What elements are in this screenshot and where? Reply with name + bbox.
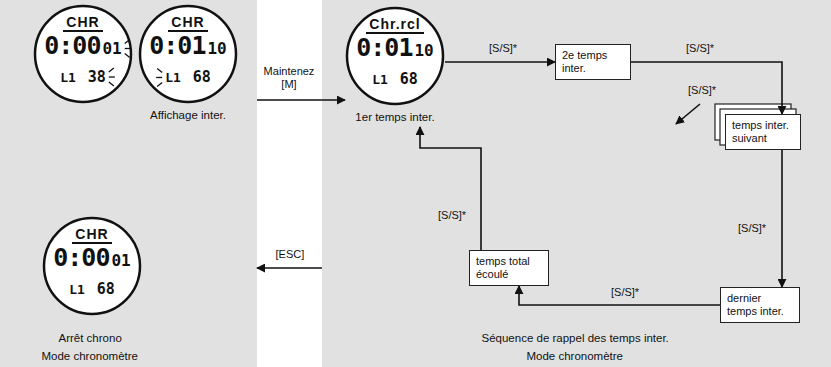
watch-bezel <box>347 8 443 104</box>
connector-arrow <box>257 99 345 101</box>
flash-mark <box>109 82 114 86</box>
watch-display: Chr.rcl0:0110L1 68 1er temps inter. <box>345 6 445 127</box>
lap-value: 68 <box>400 70 418 88</box>
seconds-digits: 01 <box>102 39 121 58</box>
flash-mark <box>125 40 130 44</box>
flash-mark <box>125 48 131 49</box>
panel-ground <box>322 0 831 367</box>
connector-arrow <box>631 62 782 114</box>
display-row: CHR <box>138 13 238 31</box>
box-text: 2e temps inter. <box>562 49 624 75</box>
flash-mark <box>109 68 114 72</box>
mode-label: CHR <box>168 14 207 32</box>
display-row: L1 68 <box>138 68 238 86</box>
time-digits: 0:00 <box>53 243 109 272</box>
state-caption: 1er temps inter. <box>355 110 434 124</box>
mode-panel: Arrêt chronoMode chronomètreCHR0:0001L13… <box>0 0 257 367</box>
connector-arrow <box>781 150 783 287</box>
state-caption: Affichage inter. <box>150 108 226 122</box>
seconds-digits: 10 <box>207 39 226 58</box>
key-label: [ESC] <box>274 248 307 261</box>
flash-mark <box>157 83 162 87</box>
watch-display: CHR0:0110L1 68Affichage inter. <box>138 4 238 125</box>
time-digits: 0:01 <box>356 33 412 62</box>
watch-face: CHR0:0001L1 68 <box>42 216 142 316</box>
display-row: Chr.rcl <box>345 15 445 33</box>
flash-mark <box>157 69 162 73</box>
mode-panel: Séquence de rappel des temps inter. Mode … <box>322 0 831 367</box>
display-row: CHR <box>42 225 142 243</box>
key-label: [S/S]* <box>436 209 468 222</box>
connector-arrow <box>420 127 481 250</box>
box-text: temps total écoulé <box>476 255 542 281</box>
box-text: temps inter. suivant <box>732 119 794 145</box>
time-digits: 0:00 <box>44 31 100 60</box>
process-box: temps total écoulé <box>469 250 549 286</box>
mode-label: Chr.rcl <box>366 16 423 34</box>
key-label: [S/S]* <box>686 84 718 97</box>
repeat-arrow <box>676 104 700 124</box>
display-row: L1 68 <box>42 280 142 298</box>
display-row: L1 38 <box>33 68 133 86</box>
key-label: [S/S]* <box>609 286 641 299</box>
panel-caption: Mode chronomètre <box>42 349 139 363</box>
stacked-box: temps inter. suivant <box>725 114 801 150</box>
key-label: Maintenez [M] <box>258 65 320 91</box>
display-row: 0:0001 <box>42 243 142 273</box>
panel-caption: Mode chronomètre <box>527 349 624 363</box>
watch-face: CHR0:0001L1 38 <box>33 4 133 104</box>
display-row: CHR <box>33 13 133 31</box>
flash-mark <box>156 77 162 78</box>
connector-arrow <box>519 286 720 305</box>
watch-bezel <box>44 218 140 314</box>
process-box: 2e temps inter. <box>555 44 631 80</box>
watch-display: CHR0:0001L1 68 <box>42 216 142 319</box>
flash-mark <box>109 76 115 77</box>
process-box: dernier temps inter. <box>720 287 800 323</box>
key-label: [S/S]* <box>684 42 716 55</box>
box-text: dernier temps inter. <box>727 292 793 318</box>
panel-caption: Séquence de rappel des temps inter. <box>482 331 669 345</box>
watch-display: CHR0:0001L1 38 <box>33 4 133 107</box>
key-label: [S/S]* <box>487 42 519 55</box>
panel-ground <box>0 0 257 367</box>
mode-label: CHR <box>72 226 111 244</box>
key-label: [S/S]* <box>736 222 768 235</box>
lap-label: L1 <box>165 70 181 85</box>
display-row: 0:0110 <box>138 31 238 61</box>
watch-face: Chr.rcl0:0110L1 68 <box>345 6 445 106</box>
time-digits: 0:01 <box>149 31 205 60</box>
watch-bezel <box>35 6 131 102</box>
watch-face: CHR0:0110L1 68 <box>138 4 238 104</box>
panel-caption: Arrêt chrono <box>59 331 122 345</box>
lap-value: 38 <box>88 68 106 86</box>
mode-label: CHR <box>63 14 102 32</box>
lap-value: 68 <box>193 68 211 86</box>
lap-label: L1 <box>69 282 85 297</box>
watch-bezel <box>140 6 236 102</box>
display-row: 0:0001 <box>33 31 133 61</box>
lap-label: L1 <box>372 72 388 87</box>
display-row: 0:0110 <box>345 33 445 63</box>
seconds-digits: 01 <box>111 251 130 270</box>
connector-arrow <box>445 61 555 63</box>
flash-mark <box>125 54 130 58</box>
lap-value: 68 <box>97 280 115 298</box>
seconds-digits: 10 <box>414 41 433 60</box>
display-row: L1 68 <box>345 70 445 88</box>
connector-arrow <box>257 267 322 269</box>
lap-label: L1 <box>60 70 76 85</box>
